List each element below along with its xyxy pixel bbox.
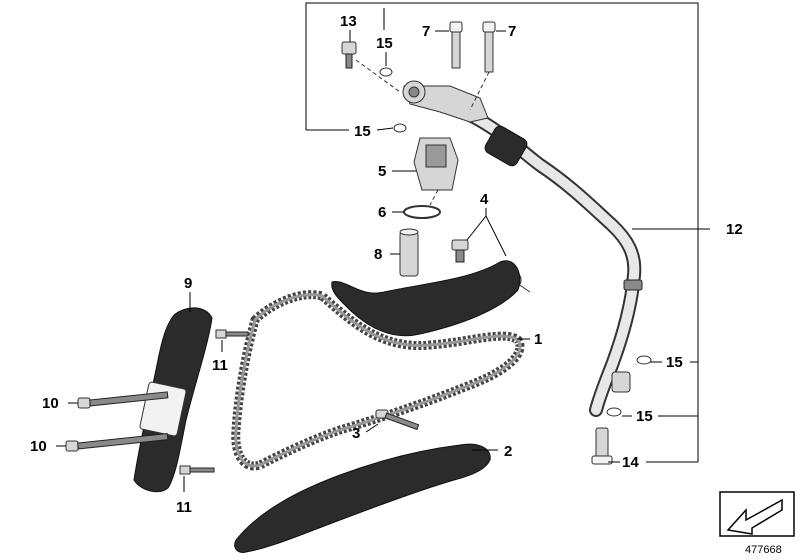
callout-9: 9 <box>184 275 192 292</box>
callout-11-top: 11 <box>212 357 228 374</box>
callout-11-bottom: 11 <box>176 499 192 516</box>
seal-ring-15b <box>393 123 407 133</box>
bolt-7a <box>449 21 463 69</box>
sealing-ring-6 <box>403 205 441 219</box>
pipe-assembly <box>463 108 643 417</box>
tensioner-housing <box>413 137 459 206</box>
bolt-3 <box>375 409 420 431</box>
callout-4: 4 <box>480 191 489 208</box>
callout-7-right: 7 <box>508 23 516 40</box>
reference-number: 477668 <box>745 544 782 556</box>
callout-15-right-lower: 15 <box>636 408 653 425</box>
callout-8: 8 <box>374 246 382 263</box>
rail-bolt-10a <box>77 391 169 409</box>
bolt-7b <box>469 21 496 111</box>
callout-15-top: 15 <box>376 35 393 52</box>
leader-lines <box>56 8 710 492</box>
callout-2: 2 <box>504 443 512 460</box>
callout-13: 13 <box>340 13 357 30</box>
rail-bolt-11a <box>215 329 249 339</box>
seal-ring-15c <box>636 355 652 365</box>
callout-5: 5 <box>378 163 386 180</box>
callout-10-top: 10 <box>42 395 59 412</box>
callout-7-left: 7 <box>422 23 430 40</box>
upper-guide-rail <box>331 260 521 337</box>
lower-guide-rail <box>234 443 491 553</box>
callout-1: 1 <box>534 331 542 348</box>
banjo-bolt-14 <box>591 427 613 465</box>
callout-14: 14 <box>622 454 639 471</box>
callout-10-bottom: 10 <box>30 438 47 455</box>
rail-bolt-11b <box>179 465 215 475</box>
seal-ring-15d <box>606 407 622 417</box>
callout-3: 3 <box>352 425 360 442</box>
seal-ring-15a <box>379 67 393 77</box>
callout-6: 6 <box>378 204 386 221</box>
callout-15-mid: 15 <box>354 123 371 140</box>
banjo-block <box>402 80 489 123</box>
bracket-frame-13-15 <box>305 2 699 462</box>
orientation-icon <box>719 491 795 537</box>
pin-4a <box>451 239 469 263</box>
callout-12: 12 <box>726 221 743 238</box>
rail-bolt-10b <box>65 433 169 452</box>
piston-8 <box>399 228 419 277</box>
bolt-13 <box>341 41 401 93</box>
callout-15-right-upper: 15 <box>666 354 683 371</box>
